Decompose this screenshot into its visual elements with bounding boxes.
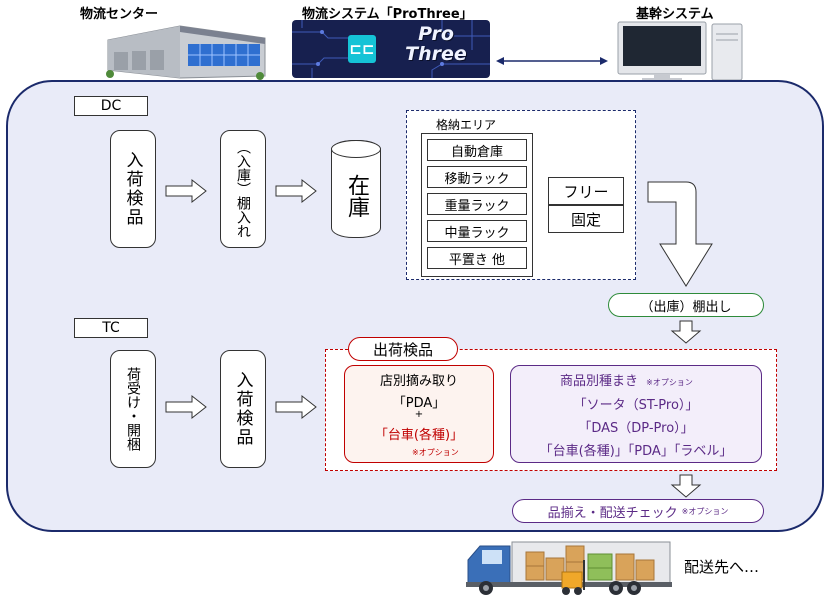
flow-arrow-right [275,178,317,204]
product-dist-title: 商品別種まき ※オプション [560,370,693,389]
product-dist-option: ※オプション [646,378,693,387]
logistics-system-label: 物流システム「ProThree」 [302,7,473,22]
product-dist-tools: 「台車(各種)」「PDA」「ラベル」 [539,444,733,459]
system-link-arrow [496,57,608,65]
store-pick-pda: 「PDA」 [392,396,446,411]
computer-icon [617,21,743,81]
final-check-label: 品揃え・配送チェック [547,505,678,521]
logo-chip-icon: ⊏⊏ [348,35,376,63]
store-pick-plus: + [414,409,424,420]
flow-arrow-right [165,178,207,204]
store-pick-title: 店別摘み取り [379,374,458,389]
product-dist-title-text: 商品別種まき [560,374,639,389]
storage-item: 中量ラック [427,220,527,242]
delivery-destination-label: 配送先へ… [684,558,760,576]
logo-line-2: Three [405,43,467,65]
tc-label: TC [74,318,148,338]
product-dist-das: 「DAS（DP-Pro）」 [578,421,694,436]
store-pick-cart: 「台車(各種)」 [374,428,464,443]
dc-putaway-box: （入庫）棚入れ [220,130,266,248]
location-free: フリー [548,177,624,205]
delivery-truck-icon [466,541,672,595]
product-dist-sorter: 「ソータ（ST-Pro）」 [573,398,699,413]
store-pick-box [344,365,494,463]
shipping-inspection-title: 出荷検品 [348,337,458,361]
flow-arrow-down [670,474,702,498]
core-system-label: 基幹システム [636,7,714,22]
warehouse-building-icon [106,25,266,80]
dc-label: DC [74,96,148,116]
flow-arrow-bend-down [647,181,713,287]
storage-item: 自動倉庫 [427,139,527,161]
dc-inspection-box: 入荷検品 [110,130,156,248]
final-check-option: ※オプション [681,506,729,516]
picking-pill: （出庫）棚出し [608,293,764,317]
storage-item: 平置き 他 [427,247,527,269]
store-pick-option: ※オプション [412,448,459,457]
logo-wordmark: Pro Three [386,24,486,64]
flow-arrow-right [165,394,207,420]
stock-label: 在庫 [344,174,369,218]
storage-area-title: 格納エリア [436,118,497,132]
logo-line-1: Pro [418,23,454,45]
flow-arrow-down [670,320,702,344]
flow-arrow-right [275,394,317,420]
product-dist-box [510,365,762,463]
circuit-pattern-icon [292,20,490,78]
location-fixed: 固定 [548,205,624,233]
tc-receiving-box: 荷受け・開梱 [110,350,156,468]
tc-inspection-box: 入荷検品 [220,350,266,468]
prothree-logo: ⊏⊏ Pro Three [292,20,490,78]
final-check-pill: 品揃え・配送チェック ※オプション [512,499,764,523]
storage-item: 重量ラック [427,193,527,215]
storage-item: 移動ラック [427,166,527,188]
stock-cylinder-top [331,140,381,158]
logistics-center-label: 物流センター [80,7,159,22]
